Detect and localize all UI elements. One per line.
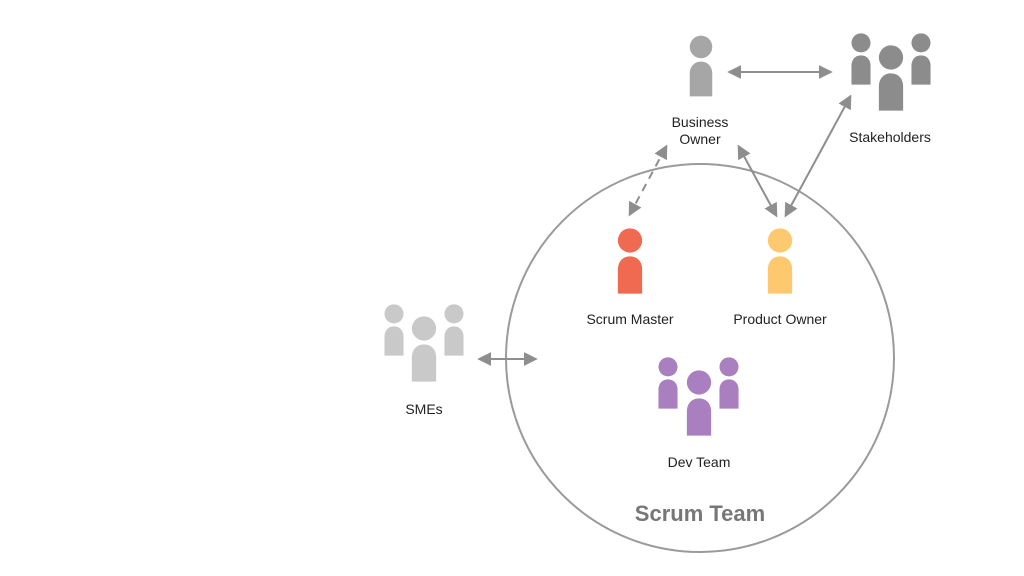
scrum-master-label: Scrum Master bbox=[586, 311, 674, 327]
scrum-team-title: Scrum Team bbox=[634, 501, 766, 526]
stakeholders-label: Stakeholders bbox=[849, 129, 931, 145]
connector-stakeholders-product-owner bbox=[784, 94, 852, 218]
product-owner-icon bbox=[767, 228, 793, 294]
dev-team-label: Dev Team bbox=[667, 454, 731, 470]
scrum-team-circle bbox=[505, 163, 895, 553]
connector-business-owner-scrum-master bbox=[628, 144, 668, 217]
business-owner-label: Business Owner bbox=[671, 114, 729, 147]
stakeholders-icon bbox=[851, 33, 931, 111]
smes-icon bbox=[384, 304, 464, 382]
smes-label: SMEs bbox=[405, 401, 443, 417]
dev-team-icon bbox=[658, 357, 739, 436]
business-owner-icon bbox=[689, 35, 713, 97]
connector-business-owner-product-owner bbox=[737, 144, 778, 218]
product-owner-label: Product Owner bbox=[733, 311, 827, 327]
scrum-master-icon bbox=[617, 228, 643, 294]
